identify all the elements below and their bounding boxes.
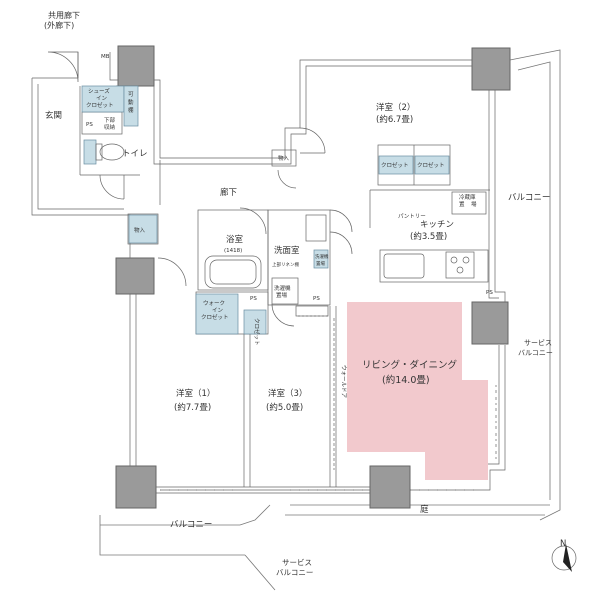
shoes-closet-label-1: シューズ bbox=[88, 87, 110, 95]
column-west bbox=[115, 257, 155, 295]
service-balcony-east-label-1: サービス bbox=[524, 338, 552, 347]
laundry-shelf bbox=[313, 249, 329, 269]
storage-blocks bbox=[81, 85, 450, 335]
living-dining-label: リビング・ダイニング bbox=[362, 359, 458, 371]
laundry-label-1: 洗濯機 bbox=[315, 253, 329, 260]
laundry-space-label-1: 洗濯機 bbox=[274, 284, 291, 292]
fridge-label-2: 置 bbox=[459, 201, 465, 208]
closet-b-label: クロゼット bbox=[417, 161, 445, 169]
doors bbox=[47, 51, 353, 470]
walk-in-closet bbox=[195, 293, 239, 335]
western-room-2-label: 洋室（2） bbox=[376, 102, 415, 113]
closet-small-label: クロゼット bbox=[253, 318, 261, 346]
movable-shelf-label-3: 棚 bbox=[128, 106, 134, 114]
pantry-label: パントリー bbox=[398, 213, 426, 220]
shelf-small-label-1: 下部 bbox=[104, 116, 116, 124]
service-balcony-south-label-1: サービス bbox=[282, 558, 312, 567]
fridge-label-3: 場 bbox=[471, 200, 477, 208]
north-label: N bbox=[560, 539, 566, 549]
column-east bbox=[471, 301, 509, 345]
shoes-closet bbox=[81, 85, 125, 113]
ps-entrance-label: PS bbox=[86, 122, 93, 128]
wic-label-1: ウォーク bbox=[203, 299, 225, 307]
closet-room2-a bbox=[378, 155, 414, 175]
kitchen-label: キッチン bbox=[420, 220, 454, 230]
fridge-label-1: 冷蔵庫 bbox=[459, 193, 476, 201]
toilet-label: トイレ bbox=[122, 149, 148, 159]
storage-hall-label: 物入 bbox=[278, 154, 290, 162]
laundry-space-label-2: 置場 bbox=[276, 291, 288, 299]
laundry-label-2: 置場 bbox=[316, 260, 325, 267]
wall-door-label: ウォールドア bbox=[340, 365, 348, 399]
western-room-3-label: 洋室（3） bbox=[268, 388, 307, 399]
cooktop bbox=[445, 251, 475, 279]
column-south bbox=[369, 465, 411, 509]
garden-label: 庭 bbox=[420, 504, 429, 515]
shoes-closet-label-3: クロゼット bbox=[86, 101, 114, 109]
movable-shelf-label-2: 動 bbox=[128, 98, 134, 106]
upper-linen-label: 上部リネン棚 bbox=[272, 261, 299, 268]
western-room-1-label: 洋室（1） bbox=[176, 388, 215, 399]
western-room-2-size: (約6.7畳) bbox=[376, 114, 413, 125]
room-labels: 共用廊下 (外廊下) MB 玄関 シューズ イン クロゼット 可 動 棚 PS … bbox=[44, 10, 553, 577]
wic-label-2: イン bbox=[212, 308, 224, 314]
toilet-bowl bbox=[99, 143, 125, 161]
western-room-3-size: (約5.0畳) bbox=[266, 402, 303, 413]
ps-wash-label: PS bbox=[313, 296, 320, 302]
windows bbox=[160, 385, 497, 491]
fixtures bbox=[95, 143, 489, 317]
balcony-outline bbox=[99, 49, 561, 591]
closet-a-label: クロゼット bbox=[381, 161, 409, 169]
wash-basin bbox=[305, 214, 327, 242]
movable-shelf-label-1: 可 bbox=[128, 91, 134, 98]
bathroom-label: 浴室 bbox=[226, 234, 244, 245]
interior-walls bbox=[79, 86, 490, 487]
column-entrance bbox=[117, 45, 155, 87]
service-balcony-south-label-2: バルコニー bbox=[276, 568, 313, 577]
service-balcony-east-label-2: バルコニー bbox=[518, 349, 553, 357]
storage-left-label: 物入 bbox=[134, 226, 146, 234]
bathtub bbox=[204, 255, 262, 289]
kitchen-counter bbox=[379, 249, 489, 283]
living-dining-area bbox=[347, 302, 488, 480]
ps-kitchen-label: PS bbox=[486, 290, 493, 296]
kitchen-size: (約3.5畳) bbox=[410, 231, 447, 242]
fridge-space bbox=[451, 191, 487, 215]
column-northeast bbox=[471, 47, 511, 91]
bathroom-size: (1418) bbox=[224, 248, 242, 254]
shoes-closet-label-2: イン bbox=[96, 96, 108, 102]
closet-room2-b bbox=[414, 155, 450, 175]
balcony-east-label: バルコニー bbox=[508, 193, 550, 203]
laundry-machine bbox=[271, 277, 299, 305]
north-arrow-icon bbox=[563, 544, 572, 572]
movable-shelf bbox=[123, 85, 139, 127]
entrance-label: 玄関 bbox=[45, 110, 62, 121]
structural-columns bbox=[115, 45, 511, 509]
ps-bath-label: PS bbox=[250, 296, 257, 302]
washroom-label: 洗面室 bbox=[274, 245, 300, 256]
closet-small bbox=[243, 309, 267, 335]
common-corridor-label: 共用廊下 bbox=[48, 10, 80, 20]
toilet-shelf bbox=[83, 139, 97, 165]
common-corridor-sub-label: (外廊下) bbox=[44, 20, 74, 30]
mb-label: MB bbox=[101, 54, 110, 60]
living-dining-size: (約14.0畳) bbox=[382, 374, 430, 386]
balcony-south-label: バルコニー bbox=[170, 520, 212, 530]
wic-label-3: クロゼット bbox=[201, 313, 229, 321]
western-room-1-size: (約7.7畳) bbox=[174, 402, 211, 413]
corridor-label: 廊下 bbox=[220, 187, 238, 198]
north-arrow: N bbox=[551, 539, 577, 572]
storage-left bbox=[128, 214, 158, 244]
shelf-small-label-2: 収納 bbox=[104, 123, 116, 131]
column-southwest bbox=[115, 465, 157, 509]
